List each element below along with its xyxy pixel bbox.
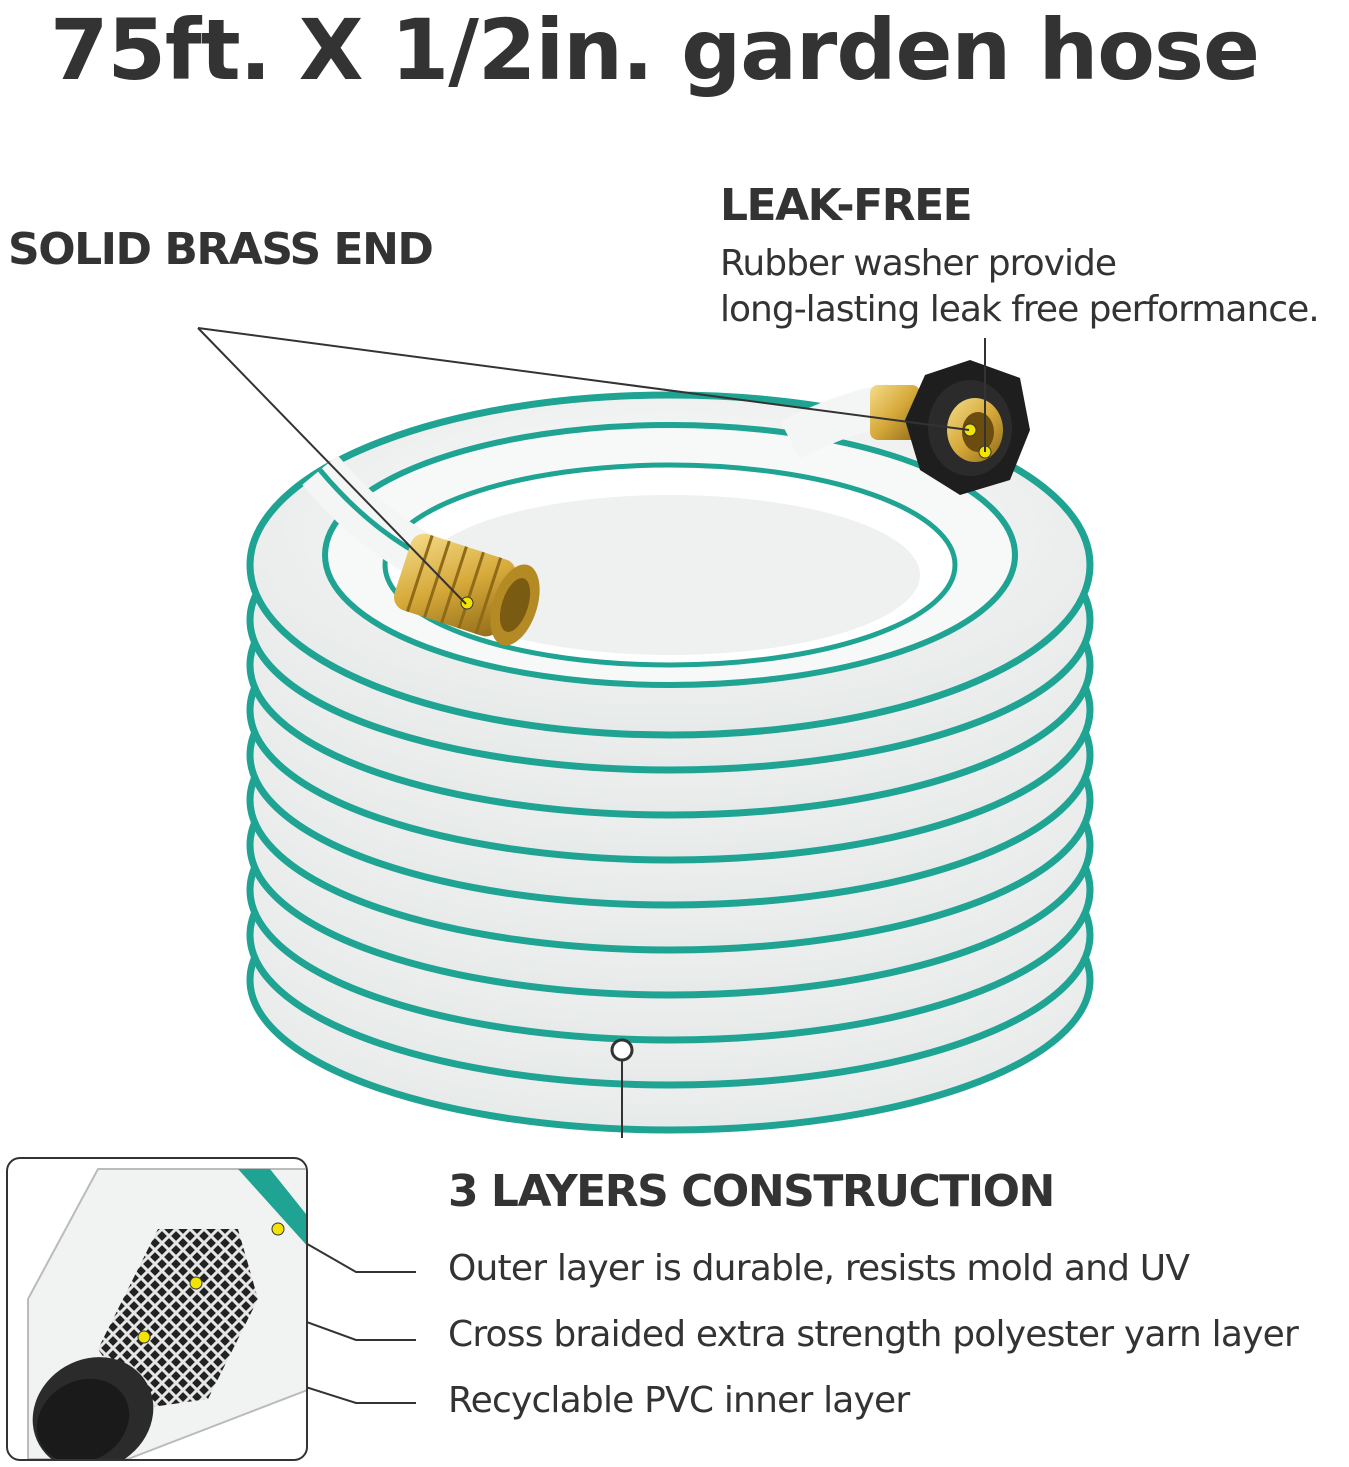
leak-free-line-1: Rubber washer provide bbox=[720, 243, 1117, 284]
page-title: 75ft. X 1/2in. garden hose bbox=[50, 1, 1260, 99]
hose-cross-section-icon bbox=[27, 1168, 306, 1459]
layer-braided: Cross braided extra strength polyester y… bbox=[448, 1314, 1299, 1355]
leak-free-line-2: long-lasting leak free performance. bbox=[720, 289, 1320, 330]
coiled-hose-illustration bbox=[246, 360, 1094, 1134]
leak-free-heading: LEAK-FREE bbox=[720, 180, 973, 231]
layer-outer: Outer layer is durable, resists mold and… bbox=[448, 1248, 1190, 1289]
brass-fitting-icon bbox=[393, 533, 540, 646]
brass-end-heading: SOLID BRASS END bbox=[8, 224, 434, 275]
cross-section-inset bbox=[6, 1157, 308, 1461]
layer-inner: Recyclable PVC inner layer bbox=[448, 1380, 910, 1421]
construction-heading: 3 LAYERS CONSTRUCTION bbox=[448, 1166, 1055, 1217]
